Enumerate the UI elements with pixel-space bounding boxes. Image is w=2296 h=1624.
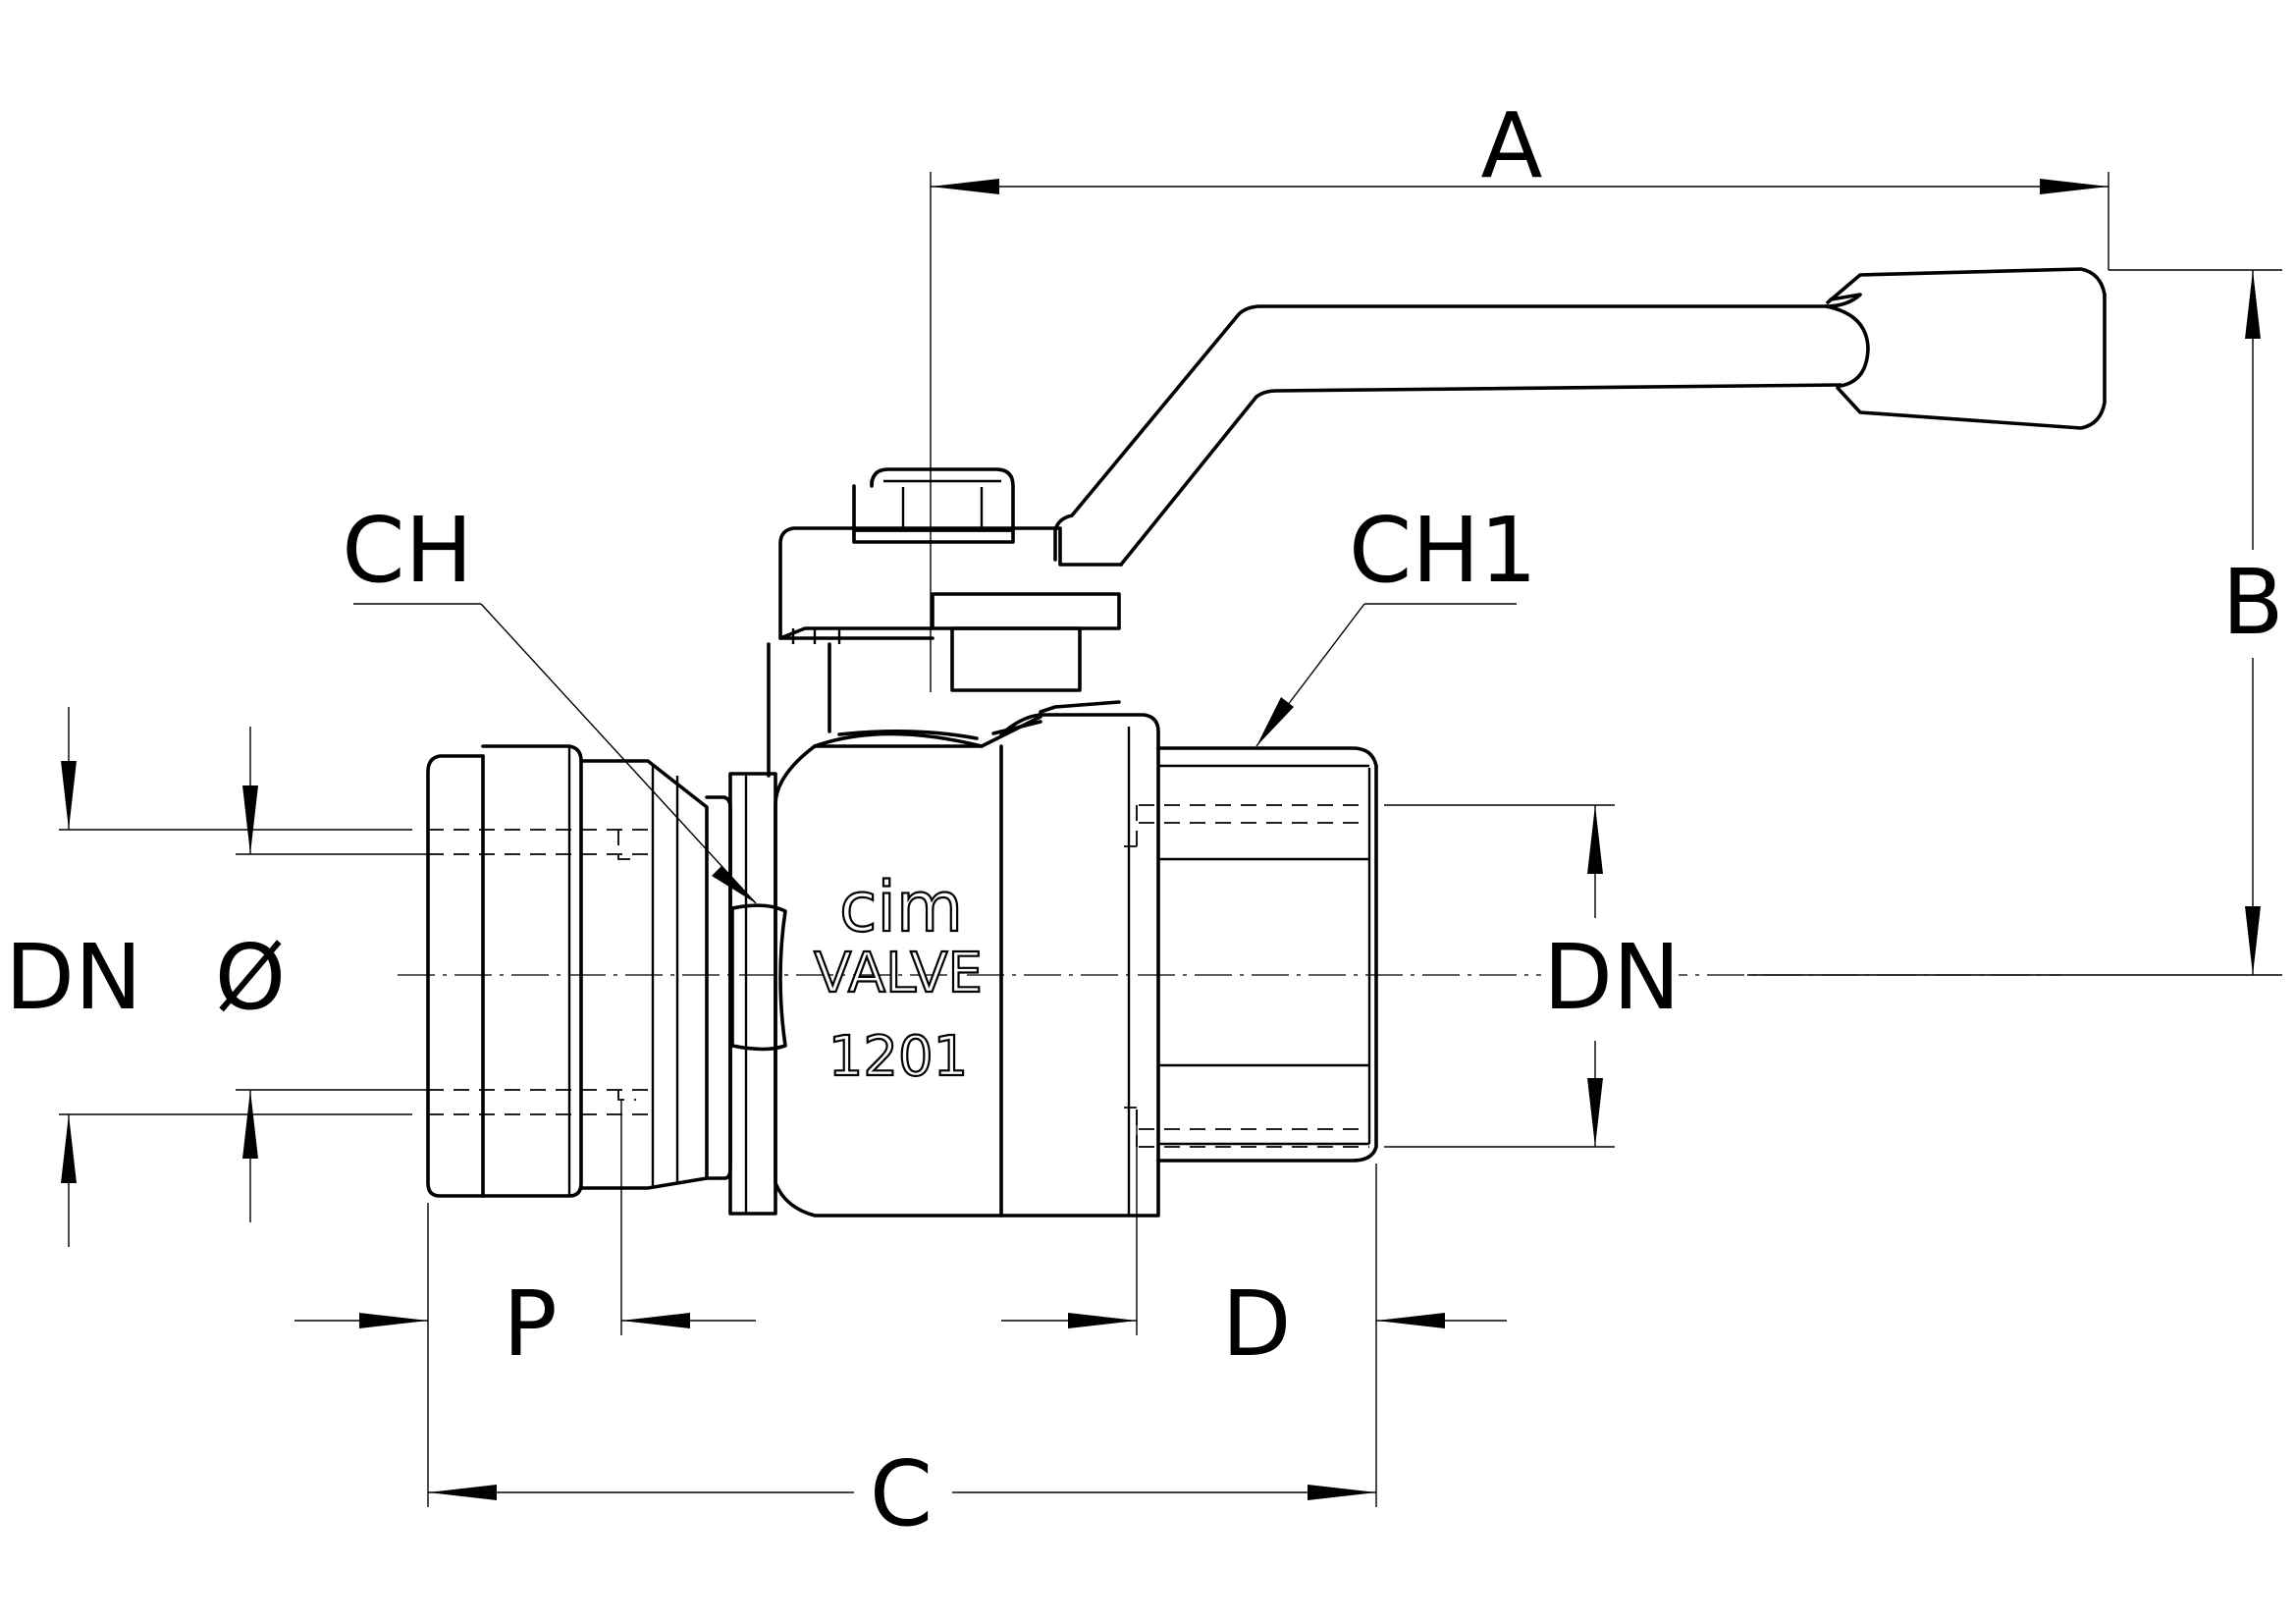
dimension-C: C [427, 1164, 1377, 1546]
label-A: A [1481, 93, 1543, 198]
label-diameter: Ø [215, 925, 286, 1030]
label-DN-left: DN [5, 925, 142, 1030]
brand-mark: cim [839, 867, 963, 947]
valve-body [767, 642, 1160, 1218]
dimension-DN-right: DN [1384, 804, 1681, 1148]
handle-plate [778, 526, 1123, 692]
dimension-B: B [2109, 269, 2292, 975]
female-end-hex [1124, 746, 1378, 1163]
leader-CH1: CH1 [1255, 498, 1537, 747]
label-D: D [1222, 1272, 1292, 1377]
dimension-P: P [294, 1100, 756, 1377]
marking-line2: VALVE [814, 942, 983, 1005]
label-CH: CH [342, 498, 472, 603]
leader-CH: CH [342, 498, 757, 904]
dimension-DN-left: DN [5, 707, 412, 1247]
dimension-A: A [930, 93, 2109, 692]
label-P: P [503, 1272, 557, 1377]
marking-line3: 1201 [828, 1025, 969, 1089]
body-marking: cim VALVE 1201 [813, 866, 984, 1090]
dimension-D: D [1001, 1110, 1507, 1377]
label-C: C [870, 1441, 933, 1546]
lever-handle [1053, 267, 2107, 567]
label-CH1: CH1 [1349, 498, 1537, 603]
label-B: B [2221, 550, 2283, 655]
label-DN-right: DN [1543, 925, 1681, 1030]
stem-nut [852, 467, 1015, 544]
dimension-diameter: Ø [215, 727, 428, 1222]
male-end [426, 744, 787, 1216]
